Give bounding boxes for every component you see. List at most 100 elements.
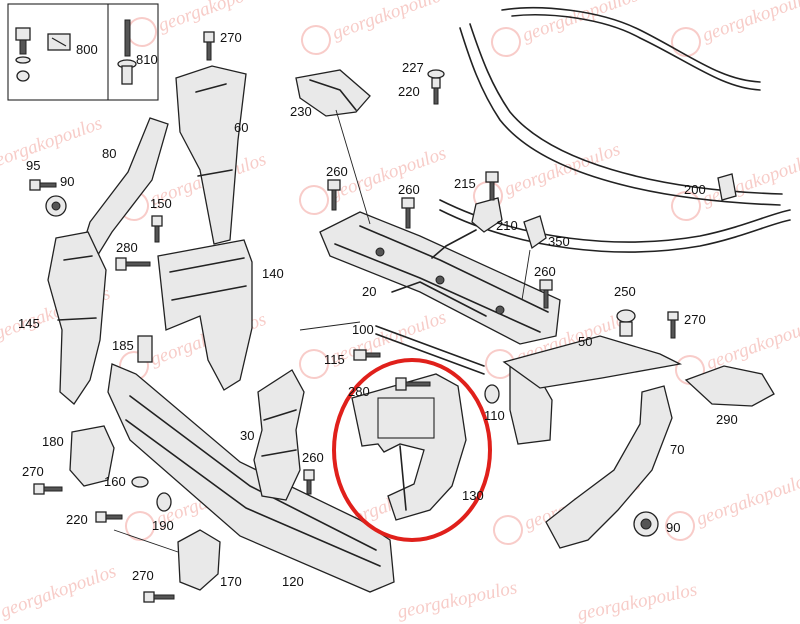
part-145-side-member [47, 231, 107, 405]
callout-260: 260 [326, 164, 348, 179]
watermark-text: georgakopoulos [501, 139, 623, 200]
part-170-bracket [113, 529, 221, 591]
callout-170: 170 [220, 574, 242, 589]
watermark-text: georgakopoulos [0, 561, 119, 622]
callout-810: 810 [136, 52, 158, 67]
callout-60: 60 [234, 120, 248, 135]
watermark-text: georgakopoulos [699, 0, 800, 46]
callout-250: 250 [614, 284, 636, 299]
part-185-spacer [137, 335, 153, 363]
part-100-rod [299, 321, 485, 375]
callout-115: 115 [324, 352, 345, 367]
callout-95: 95 [26, 158, 40, 173]
callout-80: 80 [102, 146, 116, 161]
bolt-260-b [401, 197, 415, 229]
callout-270: 270 [22, 464, 44, 479]
part-350-bracket [521, 215, 547, 301]
bolt-270-top [203, 31, 215, 61]
watermark-badge [125, 511, 155, 541]
part-20-cross-member [319, 211, 561, 345]
watermark-badge [299, 349, 329, 379]
watermark-text: georgakopoulos [155, 0, 277, 36]
bolt-260-a [327, 179, 341, 211]
callout-260: 260 [302, 450, 324, 465]
callout-350: 350 [548, 234, 570, 249]
watermark-text: georgakopoulos [703, 313, 800, 374]
bolt-115 [353, 349, 381, 361]
callout-227: 227 [402, 60, 424, 75]
rivet-icon [117, 19, 137, 85]
watermark-badge [671, 191, 701, 221]
bolt-95 [29, 179, 57, 191]
bolt-280-b [395, 377, 431, 391]
bolt-150 [151, 215, 163, 243]
part-230-bracket [295, 69, 371, 225]
callout-270: 270 [220, 30, 242, 45]
bolt-270-b [667, 311, 679, 339]
part-180-bracket [69, 425, 115, 487]
bolt-260-c [539, 279, 553, 309]
callout-145: 145 [18, 316, 40, 331]
callout-260: 260 [398, 182, 420, 197]
callout-120: 120 [282, 574, 304, 589]
part-30-bracket [253, 369, 305, 501]
watermark-badge [301, 25, 331, 55]
nut-washer-icon [15, 27, 71, 82]
callout-215: 215 [454, 176, 476, 191]
callout-30: 30 [240, 428, 254, 443]
part-50-arm [502, 335, 683, 389]
callout-230: 230 [290, 104, 312, 119]
bolt-227-220 [427, 69, 445, 105]
watermark-text: georgakopoulos [327, 307, 449, 368]
part-200-rail [439, 6, 791, 253]
bolt-215 [485, 171, 499, 201]
callout-150: 150 [150, 196, 172, 211]
hardware-inset [7, 3, 159, 101]
watermark-badge [665, 511, 695, 541]
part-60-brace [175, 65, 247, 245]
part-210-clip [431, 197, 503, 259]
callout-90: 90 [60, 174, 74, 189]
callout-110: 110 [484, 408, 505, 423]
bolt-270-d [143, 591, 175, 603]
callout-200: 200 [684, 182, 706, 197]
callout-50: 50 [578, 334, 592, 349]
callout-270: 270 [684, 312, 706, 327]
watermark-text: georgakopoulos [329, 0, 451, 44]
callout-270: 270 [132, 568, 154, 583]
bolt-250 [616, 309, 636, 337]
callout-260: 260 [534, 264, 556, 279]
part-130-headlamp-bracket [351, 281, 487, 521]
part-90-mount-right [633, 511, 659, 537]
callout-220: 220 [66, 512, 88, 527]
callout-180: 180 [42, 434, 64, 449]
part-90-mount-left [45, 195, 67, 217]
callout-130: 130 [462, 488, 484, 503]
callout-90: 90 [666, 520, 680, 535]
inset-frame [7, 3, 159, 101]
part-140-bracket [157, 239, 253, 391]
watermark-badge [299, 185, 329, 215]
part-120-lower-beam [107, 363, 395, 593]
callout-190: 190 [152, 518, 174, 533]
callout-20: 20 [362, 284, 376, 299]
part-160-190-fasteners [131, 476, 172, 512]
watermark-text: georgakopoulos [693, 469, 800, 530]
watermark-text: georgakopoulos [396, 577, 519, 623]
part-290-cover [684, 365, 775, 407]
callout-220: 220 [398, 84, 420, 99]
watermark-text: georgakopoulos [0, 113, 105, 174]
callout-labels: 800 810 270 227 220 230 60 95 90 80 150 … [18, 30, 738, 589]
callout-290: 290 [716, 412, 738, 427]
callout-140: 140 [262, 266, 284, 281]
callout-210: 210 [496, 218, 518, 233]
part-70-support [545, 385, 673, 549]
callout-800: 800 [76, 42, 98, 57]
watermark-badge [493, 515, 523, 545]
bolt-260-d [303, 469, 315, 495]
bolt-280-a [115, 257, 151, 271]
callout-280: 280 [348, 384, 370, 399]
bolt-270-c [33, 483, 63, 495]
callout-70: 70 [670, 442, 684, 457]
